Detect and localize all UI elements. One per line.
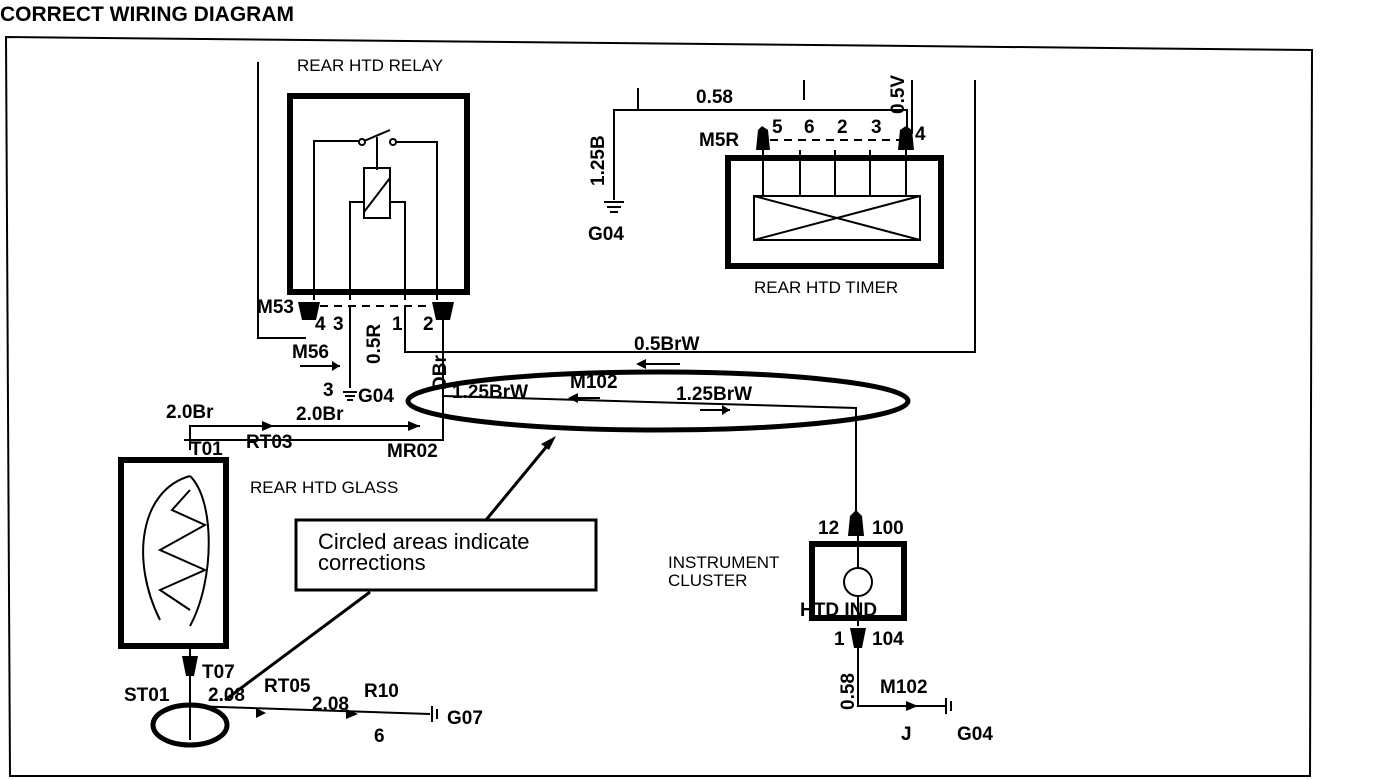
connector-rt03: RT03	[246, 432, 292, 453]
connector-m56: M56	[292, 342, 329, 363]
connector-rt05: RT05	[264, 676, 311, 697]
terminal-relay-4	[298, 302, 320, 320]
cluster-label-line1: INSTRUMENT	[668, 553, 779, 572]
callout-pointer-bottom	[224, 590, 371, 702]
pin-cluster-100: 100	[872, 518, 904, 539]
terminal-cluster-12	[848, 510, 864, 536]
wire-05brw-label: 0.5BrW	[634, 334, 700, 355]
pin-cluster-104: 104	[872, 629, 904, 650]
pin-cluster-1: 1	[834, 629, 845, 650]
glass-heater-element	[142, 475, 210, 627]
wire-125brw	[442, 395, 857, 520]
pin-timer-2: 2	[837, 117, 848, 138]
callout-pointer-top	[484, 439, 554, 521]
ground-symbol-mid	[343, 391, 357, 401]
pin-timer-6: 6	[804, 117, 815, 138]
pin-timer-3: 3	[871, 117, 882, 138]
ground-symbol-top	[604, 201, 624, 213]
connector-m5r: M5R	[699, 130, 739, 151]
terminal-relay-2	[432, 302, 454, 320]
ground-symbol-g07	[431, 706, 438, 722]
htd-ind-label: HTD IND	[800, 600, 877, 621]
wire-05v-label: 0.5V	[888, 75, 909, 114]
pin-timer-4: 4	[915, 124, 926, 145]
callout-line1: Circled areas indicate	[318, 529, 530, 554]
connector-r10: R10	[364, 681, 399, 702]
pin-relay-2: 2	[423, 314, 434, 335]
connector-m102-bottom: M102	[880, 677, 928, 698]
pin-r10-6: 6	[374, 726, 385, 747]
wire-20br	[189, 425, 420, 450]
pin-cluster-12: 12	[818, 518, 839, 539]
pin-timer-5: 5	[772, 117, 783, 138]
connector-st01: ST01	[124, 685, 170, 706]
correction-circle-st01	[150, 702, 230, 748]
ground-g04-top: G04	[588, 224, 624, 245]
pin-relay-1: 1	[392, 314, 403, 335]
pin-relay-4: 4	[315, 314, 326, 335]
correction-circle-m102	[405, 369, 911, 433]
wire-relay2-to-glass	[184, 320, 444, 441]
cluster-label-line2: CLUSTER	[668, 571, 747, 590]
terminal-timer-4	[898, 126, 914, 150]
relay-box	[287, 93, 470, 295]
diagram-title: CORRECT WIRING DIAGRAM	[0, 3, 294, 26]
wire-125brw-b-label: 1.25BrW	[676, 384, 752, 405]
wire-125brw-a-label: 1.25BrW	[452, 382, 528, 403]
wire-relay-left	[257, 62, 306, 339]
pin-m56-3: 3	[323, 380, 334, 401]
callout-line2: corrections	[318, 550, 426, 575]
connector-t07: T07	[202, 662, 235, 683]
connector-mr02: MR02	[387, 441, 438, 462]
terminal-timer-5	[756, 126, 770, 150]
htd-ind-lamp-icon	[843, 567, 873, 597]
wire-058-top-label: 0.58	[696, 87, 733, 108]
wire-20br-b-label: 2.0Br	[296, 404, 344, 425]
wire-05r-label: 0.5R	[364, 324, 385, 364]
ground-g04-mid: G04	[358, 386, 394, 407]
wire-058-top	[637, 88, 908, 134]
connector-m53: M53	[257, 297, 294, 318]
wire-dbr-label: DBr	[430, 355, 451, 390]
connector-t01: T01	[190, 439, 223, 460]
outer-frame	[4, 35, 1314, 777]
terminal-cluster-1	[850, 628, 866, 648]
relay-internal-circuit	[313, 129, 438, 300]
wire-125b-label: 1.25B	[588, 135, 609, 186]
callout-box	[294, 518, 598, 592]
timer-wires-top	[803, 80, 913, 134]
connector-j: J	[901, 724, 912, 745]
glass-label: REAR HTD GLASS	[250, 478, 398, 497]
wire-058-bottom-label: 0.58	[838, 673, 859, 710]
ground-g07: G07	[447, 708, 483, 729]
relay-label: REAR HTD RELAY	[297, 56, 443, 75]
wire-20br-a-label: 2.0Br	[166, 402, 214, 423]
ground-symbol-bottom	[945, 698, 952, 714]
glass-box	[118, 457, 229, 649]
wire-125b	[613, 109, 638, 200]
timer-internal	[753, 150, 921, 241]
timer-label: REAR HTD TIMER	[754, 278, 898, 297]
pin-relay-3: 3	[333, 314, 344, 335]
wire-05brw	[404, 80, 976, 353]
ground-g04-bottom: G04	[957, 724, 993, 745]
wire-208	[189, 705, 431, 715]
connector-m102-top: M102	[570, 372, 618, 393]
